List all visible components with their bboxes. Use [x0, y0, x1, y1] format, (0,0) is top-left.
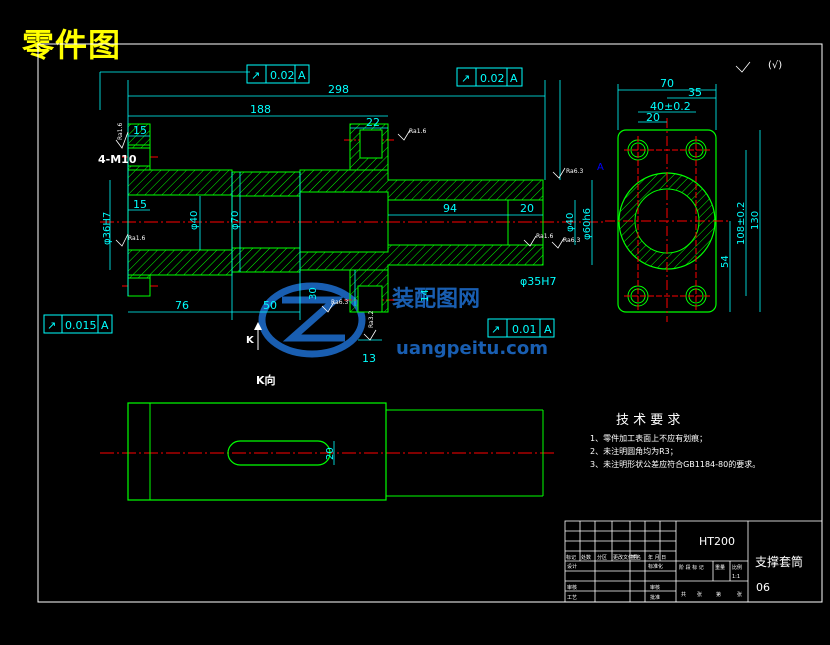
dim-35: φ35H7 [520, 275, 557, 288]
tol-datum-top-left: A [298, 69, 306, 82]
title-header-cell: 签名 [631, 554, 641, 561]
dim-94: 94 [443, 202, 457, 215]
title-drawing-no: 06 [756, 581, 770, 594]
title-sheet-label: 张 [737, 591, 742, 598]
side-dim-35: 35 [688, 86, 702, 99]
front-dimensions [99, 71, 593, 341]
tech-req-item: 1、零件加工表面上不应有划痕； [590, 433, 707, 443]
dim-d40: φ40 [189, 211, 200, 230]
tech-req-heading: 技 术 要 求 [616, 413, 680, 428]
dim-d60: φ60h6 [582, 208, 593, 240]
side-dim-130: 130 [750, 211, 761, 230]
k-view-label: K向 [256, 373, 276, 387]
watermark-brand: 装配图网 [392, 287, 480, 312]
title-stage-label: 阶 段 标 记 [679, 564, 704, 571]
title-sheet-label: 张 [697, 591, 702, 598]
side-dim-20: 20 [646, 111, 660, 124]
tol-datum-top-right: A [510, 72, 518, 85]
title-header-cell: 处数 [581, 554, 591, 561]
tech-req-item: 3、未注明形状公差应符合GB1184-80的要求。 [590, 459, 760, 469]
dim-thread: 4-M10 [98, 153, 137, 166]
title-row-label: 工艺 [567, 595, 577, 601]
svg-text:↗: ↗ [251, 69, 260, 82]
side-dimensions [617, 84, 761, 312]
dim-14: 14 [420, 289, 431, 302]
svg-text:↗: ↗ [47, 319, 56, 332]
roughness-4: Ra6.3 [566, 168, 583, 175]
tol-datum-bottom: A [544, 323, 552, 336]
title-row-label: 设计 [567, 563, 577, 570]
side-dim-40: 40±0.2 [650, 100, 691, 113]
title-stage-label: 重量 [715, 564, 725, 571]
title-sheet-label: 共 [681, 591, 686, 598]
watermark: 装配图网 uangpeitu.com [258, 282, 548, 359]
title-mid-label: 批准 [650, 594, 660, 601]
dim-20: 20 [520, 202, 534, 215]
dim-d40-right: φ40 [565, 213, 576, 232]
technical-requirements: 技 术 要 求 1、零件加工表面上不应有划痕； 2、未注明圆角均为R3； 3、未… [590, 413, 760, 469]
drawing-border [37, 43, 823, 603]
title-scale-value: 1:1 [732, 574, 740, 580]
roughness-5: Ra1.6 [536, 233, 553, 240]
title-row-label: 审核 [567, 584, 577, 591]
title-stage-label: 比例 [732, 564, 742, 571]
title-material: HT200 [699, 535, 735, 548]
roughness-6: Ra6.3 [563, 237, 580, 244]
roughness-8: Ra3.2 [368, 311, 375, 328]
title-mid-label: 标准化 [648, 563, 663, 570]
datum-label: A [597, 162, 604, 173]
dim-15-top: 15 [133, 124, 147, 137]
title-header-cell: 年 月 日 [648, 554, 666, 561]
dim-50: 50 [263, 299, 277, 312]
title-part-name: 支撑套筒 [755, 554, 803, 569]
tech-req-item: 2、未注明圆角均为R3； [590, 446, 678, 456]
dim-bore-36: φ36H7 [102, 212, 113, 245]
dim-15-mid: 15 [133, 198, 147, 211]
dim-22: 22 [366, 116, 380, 129]
side-view [605, 118, 730, 322]
tol-value-bottom: 0.01 [512, 323, 537, 336]
roughness-2: Ra1.6 [128, 235, 145, 242]
side-dim-108: 108±0.2 [736, 202, 747, 245]
roughness-7: Ra6.3 [331, 299, 348, 306]
title-mid-label: 审核 [650, 584, 660, 591]
tolerance-frame-left: ↗ 0.015 A [43, 314, 113, 334]
roughness-overall: (√) [768, 60, 782, 71]
dim-298: 298 [328, 83, 349, 96]
title-header-cell: 更改文件号 [613, 554, 638, 561]
dim-30: 30 [308, 287, 319, 300]
svg-text:↗: ↗ [461, 72, 470, 85]
title-header-cell: 标记 [566, 554, 576, 561]
svg-text:↗: ↗ [491, 323, 500, 336]
k-arrow: K [246, 322, 262, 350]
k-view-dim-20: 20 [325, 447, 336, 460]
dim-d70: φ70 [230, 211, 241, 230]
tol-value-left: 0.015 [65, 319, 97, 332]
k-view: 20 [100, 402, 555, 501]
front-section-view [100, 123, 605, 313]
title-block [564, 520, 823, 603]
side-dim-70: 70 [660, 77, 674, 90]
k-arrow-label: K [246, 335, 255, 346]
title-sheet-label: 第 [716, 591, 721, 598]
tol-value-top-left: 0.02 [270, 69, 295, 82]
roughness-3: Ra1.6 [409, 128, 426, 135]
tolerance-frame-top-left: ↗ 0.02 A [246, 64, 310, 84]
tol-value-top-right: 0.02 [480, 72, 505, 85]
tolerance-frame-bottom: ↗ 0.01 A [487, 318, 555, 338]
dim-188: 188 [250, 103, 271, 116]
watermark-url: uangpeitu.com [396, 338, 548, 359]
tol-datum-left: A [101, 319, 109, 332]
title-header-cell: 分区 [597, 554, 607, 561]
tolerance-frame-top-right: ↗ 0.02 A [456, 67, 523, 87]
dim-13: 13 [362, 352, 376, 365]
dim-76: 76 [175, 299, 189, 312]
side-dim-54: 54 [720, 255, 731, 268]
roughness-1: Ra1.6 [117, 123, 124, 140]
